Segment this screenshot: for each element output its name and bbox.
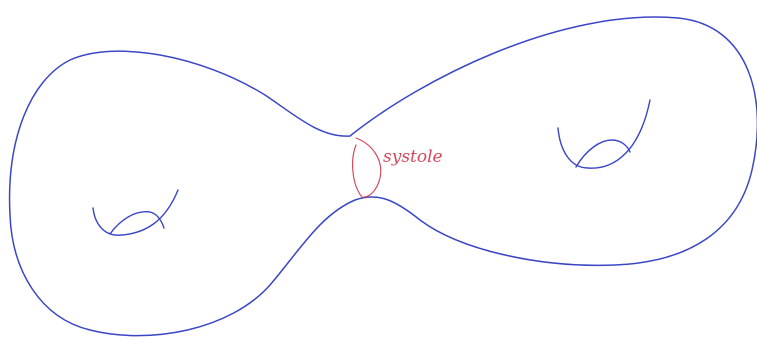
systole-label: systole [383, 147, 443, 167]
left-hole [93, 190, 178, 235]
left-hole-outer-curve [93, 190, 178, 235]
right-hole-outer-curve [558, 100, 650, 168]
right-hole [558, 100, 650, 168]
right-hole-inner-curve [576, 140, 630, 167]
surface-outline [10, 17, 757, 336]
systole-loop [353, 138, 381, 197]
